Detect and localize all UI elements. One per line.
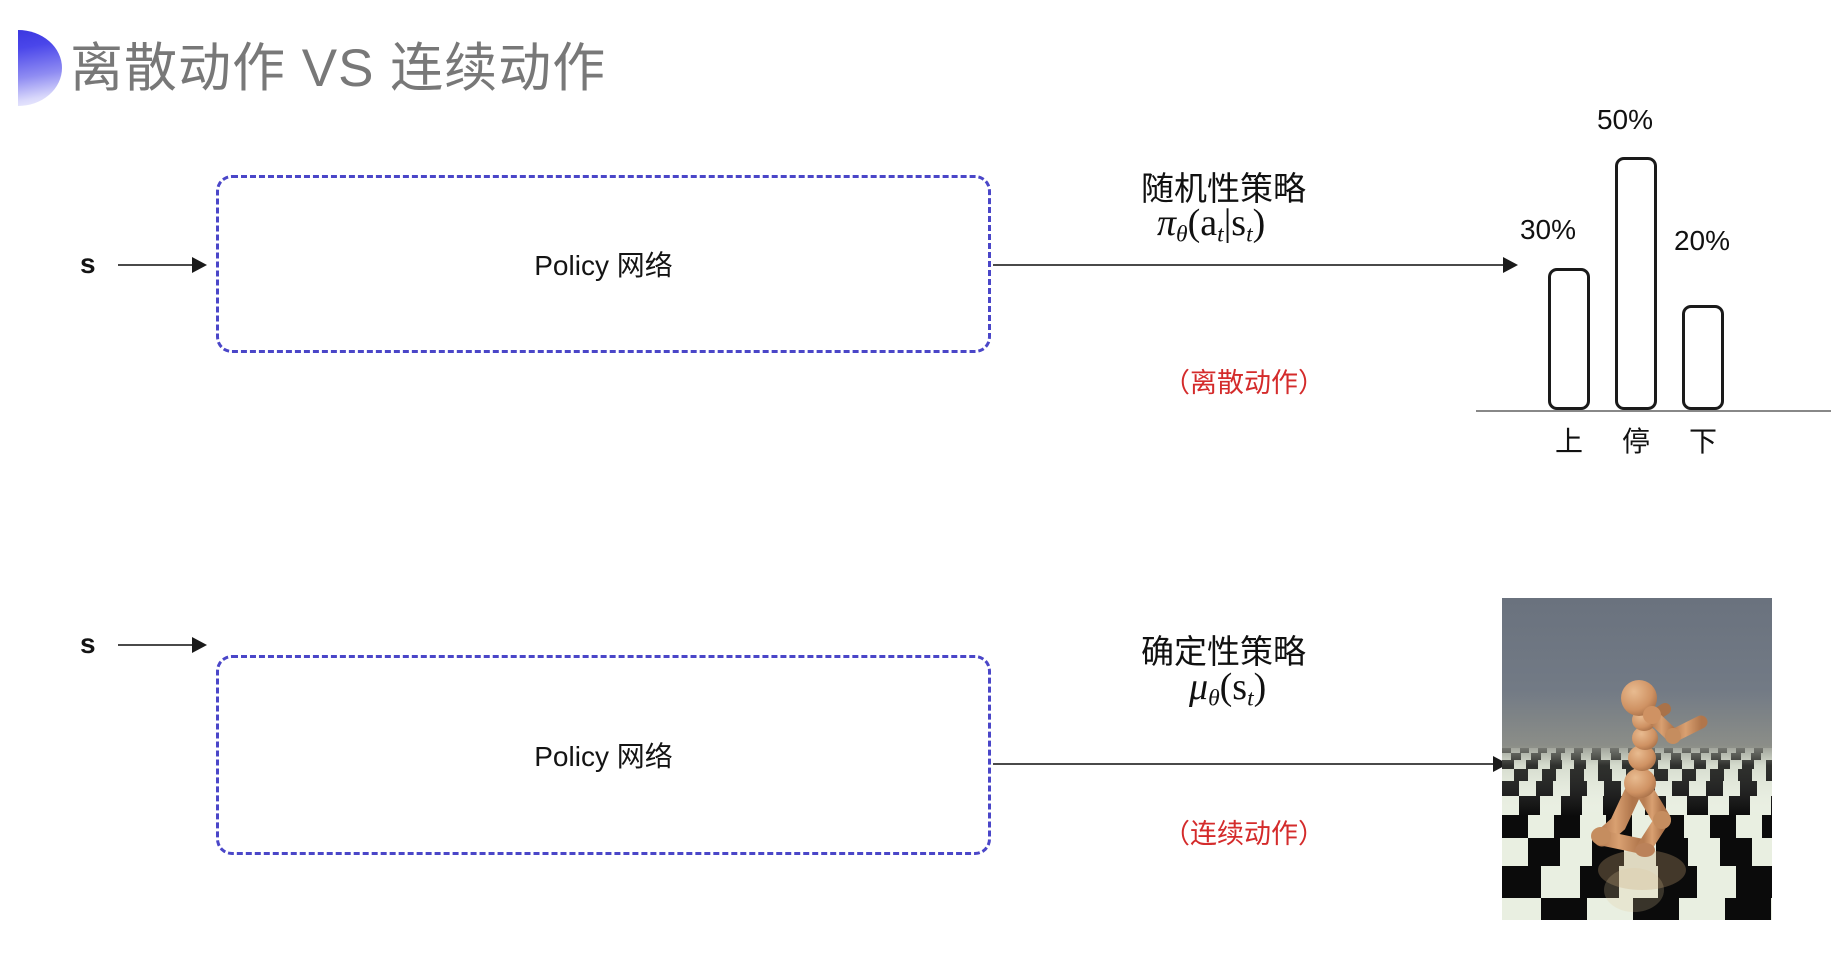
- formula-close-paren: ): [1252, 202, 1266, 244]
- bar-1: [1615, 157, 1657, 410]
- policy-network-box-continuous[interactable]: Policy 网络: [216, 655, 991, 855]
- state-input-label-continuous: s: [80, 628, 96, 659]
- formula-open-paren-2: (s: [1219, 666, 1248, 708]
- bar-value-label-0: 30%: [1519, 214, 1577, 245]
- policy-formula-continuous: μθ(st): [1189, 665, 1266, 713]
- page-title: 离散动作 VS 连续动作: [70, 39, 607, 98]
- humanoid-simulation-image: [1502, 598, 1772, 920]
- bar-category-label-1: 停: [1621, 426, 1650, 457]
- input-arrow-line-continuous: [118, 644, 196, 646]
- policy-network-label-continuous: Policy 网络: [534, 741, 673, 772]
- chart-baseline-axis: [1476, 410, 1831, 412]
- input-arrow-head-discrete: [192, 257, 207, 273]
- formula-sub-t2: t: [1246, 221, 1253, 248]
- policy-network-label-discrete: Policy 网络: [534, 250, 673, 281]
- bar-2: [1682, 305, 1724, 410]
- title-bullet-icon: [18, 30, 62, 106]
- annotation-title-continuous: 确定性策略: [1141, 633, 1306, 670]
- formula-symbol-mu: μ: [1189, 666, 1209, 708]
- input-arrow-line-discrete: [118, 264, 196, 266]
- annotation-note-discrete: （离散动作）: [1163, 368, 1325, 398]
- formula-open-paren: (a: [1187, 202, 1218, 244]
- formula-sub-theta: θ: [1176, 221, 1188, 248]
- formula-sub-t1: t: [1217, 221, 1224, 248]
- output-arrow-line-continuous: [993, 763, 1503, 765]
- input-arrow-head-continuous: [192, 637, 207, 653]
- formula-symbol-pi: π: [1157, 202, 1177, 244]
- formula-close-paren-2: ): [1253, 666, 1267, 708]
- bar-value-label-1: 50%: [1596, 104, 1654, 135]
- bar-category-label-2: 下: [1688, 426, 1717, 457]
- action-probability-bar-chart: 50% 30% 20% 上 停 下: [1470, 100, 1846, 457]
- state-input-label-discrete: s: [80, 248, 96, 279]
- formula-sub-theta-2: θ: [1208, 685, 1220, 712]
- output-arrow-line-discrete: [993, 264, 1513, 266]
- formula-bar-s: |s: [1223, 202, 1247, 244]
- annotation-note-continuous: （连续动作）: [1163, 819, 1325, 849]
- output-arrow-head-discrete: [1503, 257, 1518, 273]
- bar-category-label-0: 上: [1554, 426, 1583, 457]
- annotation-title-discrete: 随机性策略: [1141, 170, 1306, 207]
- policy-network-box-discrete[interactable]: Policy 网络: [216, 175, 991, 353]
- policy-formula-discrete: πθ(at|st): [1157, 201, 1265, 249]
- formula-sub-t3: t: [1247, 685, 1254, 712]
- bar-0: [1548, 268, 1590, 410]
- bar-value-label-2: 20%: [1673, 225, 1731, 256]
